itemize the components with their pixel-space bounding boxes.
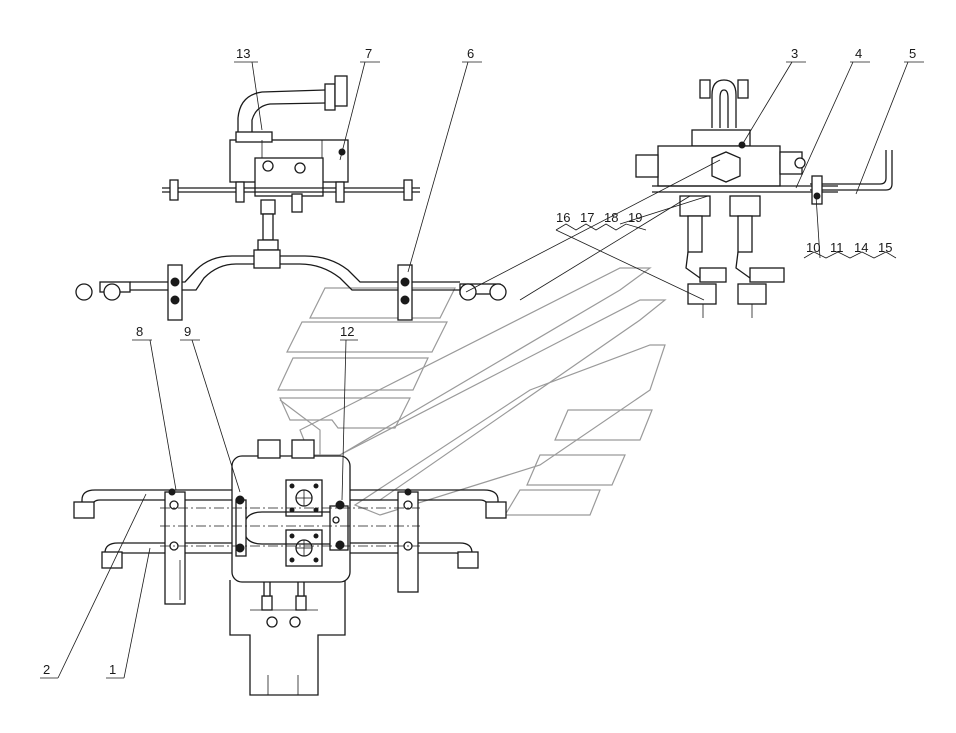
valve-block-top-right (635, 79, 893, 318)
upper-manifold-pipe (75, 249, 507, 321)
callout-9: 9 (184, 324, 191, 339)
callout-12: 12 (340, 324, 354, 339)
callout-8: 8 (136, 324, 143, 339)
callout-5: 5 (909, 46, 916, 61)
leader-lines (40, 61, 924, 679)
callout-17: 17 (580, 210, 594, 225)
callout-3: 3 (791, 46, 798, 61)
callout-14: 14 (854, 240, 868, 255)
callout-11: 11 (830, 240, 844, 255)
callout-labels: 13 7 6 3 4 5 16 17 18 19 10 11 14 15 8 9… (43, 46, 916, 677)
watermark (277, 267, 667, 521)
callout-19: 19 (628, 210, 642, 225)
valve-block-top-left (162, 75, 420, 251)
callout-13: 13 (236, 46, 250, 61)
callout-1: 1 (109, 662, 116, 677)
callout-2: 2 (43, 662, 50, 677)
lower-assembly (73, 439, 507, 696)
callout-10: 10 (806, 240, 820, 255)
callout-6: 6 (467, 46, 474, 61)
callout-15: 15 (878, 240, 892, 255)
callout-7: 7 (365, 46, 372, 61)
callout-18: 18 (604, 210, 618, 225)
callout-4: 4 (855, 46, 862, 61)
callout-16: 16 (556, 210, 570, 225)
